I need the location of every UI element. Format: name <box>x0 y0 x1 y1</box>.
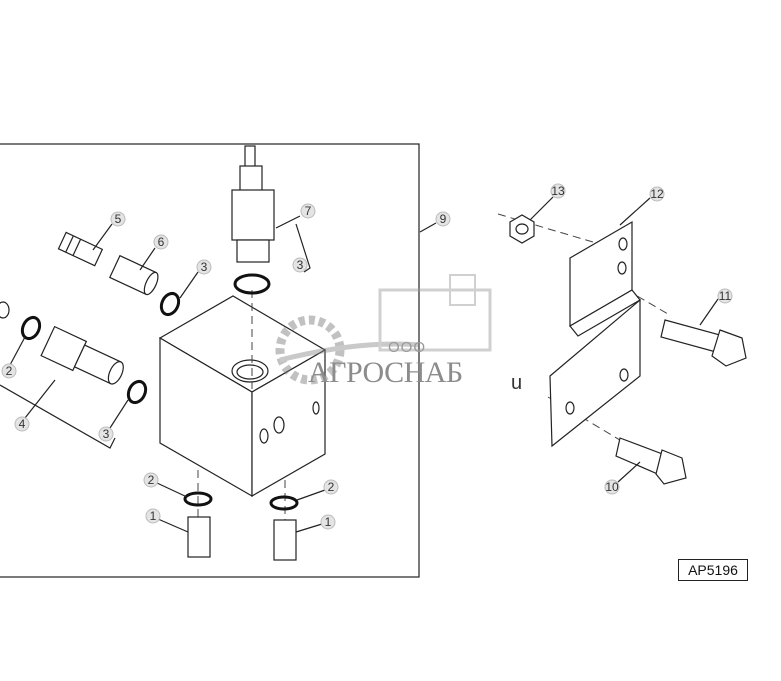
leader-lines <box>0 196 719 533</box>
callout-11: 11 <box>717 288 733 304</box>
part-13-nut <box>509 214 535 244</box>
svg-text:3: 3 <box>103 427 110 441</box>
figure-code: AP5196 <box>678 559 748 581</box>
callout-2: 2 <box>323 479 339 495</box>
callout-10: 10 <box>604 479 620 495</box>
svg-text:3: 3 <box>201 260 208 274</box>
part-5-fitting <box>57 231 104 267</box>
callout-3: 3 <box>196 259 212 275</box>
svg-text:1: 1 <box>150 509 157 523</box>
svg-text:5: 5 <box>115 212 122 226</box>
svg-text:3: 3 <box>297 258 304 272</box>
callout-5: 5 <box>110 211 126 227</box>
svg-text:2: 2 <box>6 364 13 378</box>
callout-13: 13 <box>550 183 566 199</box>
callout-2: 2 <box>1 363 17 379</box>
valve-block <box>158 295 327 498</box>
callout-3: 3 <box>98 426 114 442</box>
svg-text:2: 2 <box>328 480 335 494</box>
svg-text:4: 4 <box>19 417 26 431</box>
part-4-check-valve <box>40 325 124 385</box>
callout-7: 7 <box>300 203 316 219</box>
callout-4: 4 <box>14 416 30 432</box>
stray-text: u <box>511 372 523 394</box>
part-1-fitting <box>273 519 297 561</box>
part-10-bolt <box>615 437 687 485</box>
assembly-frame <box>0 143 420 578</box>
callout-12: 12 <box>649 186 665 202</box>
part-7-cartridge <box>231 145 275 263</box>
svg-text:12: 12 <box>650 187 664 201</box>
watermark-logo <box>275 274 492 385</box>
callout-1: 1 <box>145 508 161 524</box>
callout-9: 9 <box>435 211 451 227</box>
svg-text:9: 9 <box>440 212 447 226</box>
svg-text:11: 11 <box>719 289 732 303</box>
callout-3: 3 <box>292 257 308 273</box>
part-1-fitting <box>187 516 211 558</box>
part-11-bolt <box>660 319 747 367</box>
callout-6: 6 <box>153 234 169 250</box>
watermark-prefix: ООО <box>388 339 427 356</box>
svg-text:10: 10 <box>605 480 619 494</box>
svg-text:1: 1 <box>325 515 332 529</box>
o-ring <box>233 273 271 295</box>
watermark-brand: АГРОСНАБ <box>308 356 463 389</box>
svg-text:6: 6 <box>158 235 165 249</box>
svg-text:7: 7 <box>305 204 312 218</box>
svg-text:2: 2 <box>148 473 155 487</box>
part-6-sleeve <box>109 254 159 296</box>
callout-1: 1 <box>320 514 336 530</box>
callout-2: 2 <box>143 472 159 488</box>
svg-text:13: 13 <box>551 184 565 198</box>
part-12-bracket <box>549 220 641 448</box>
